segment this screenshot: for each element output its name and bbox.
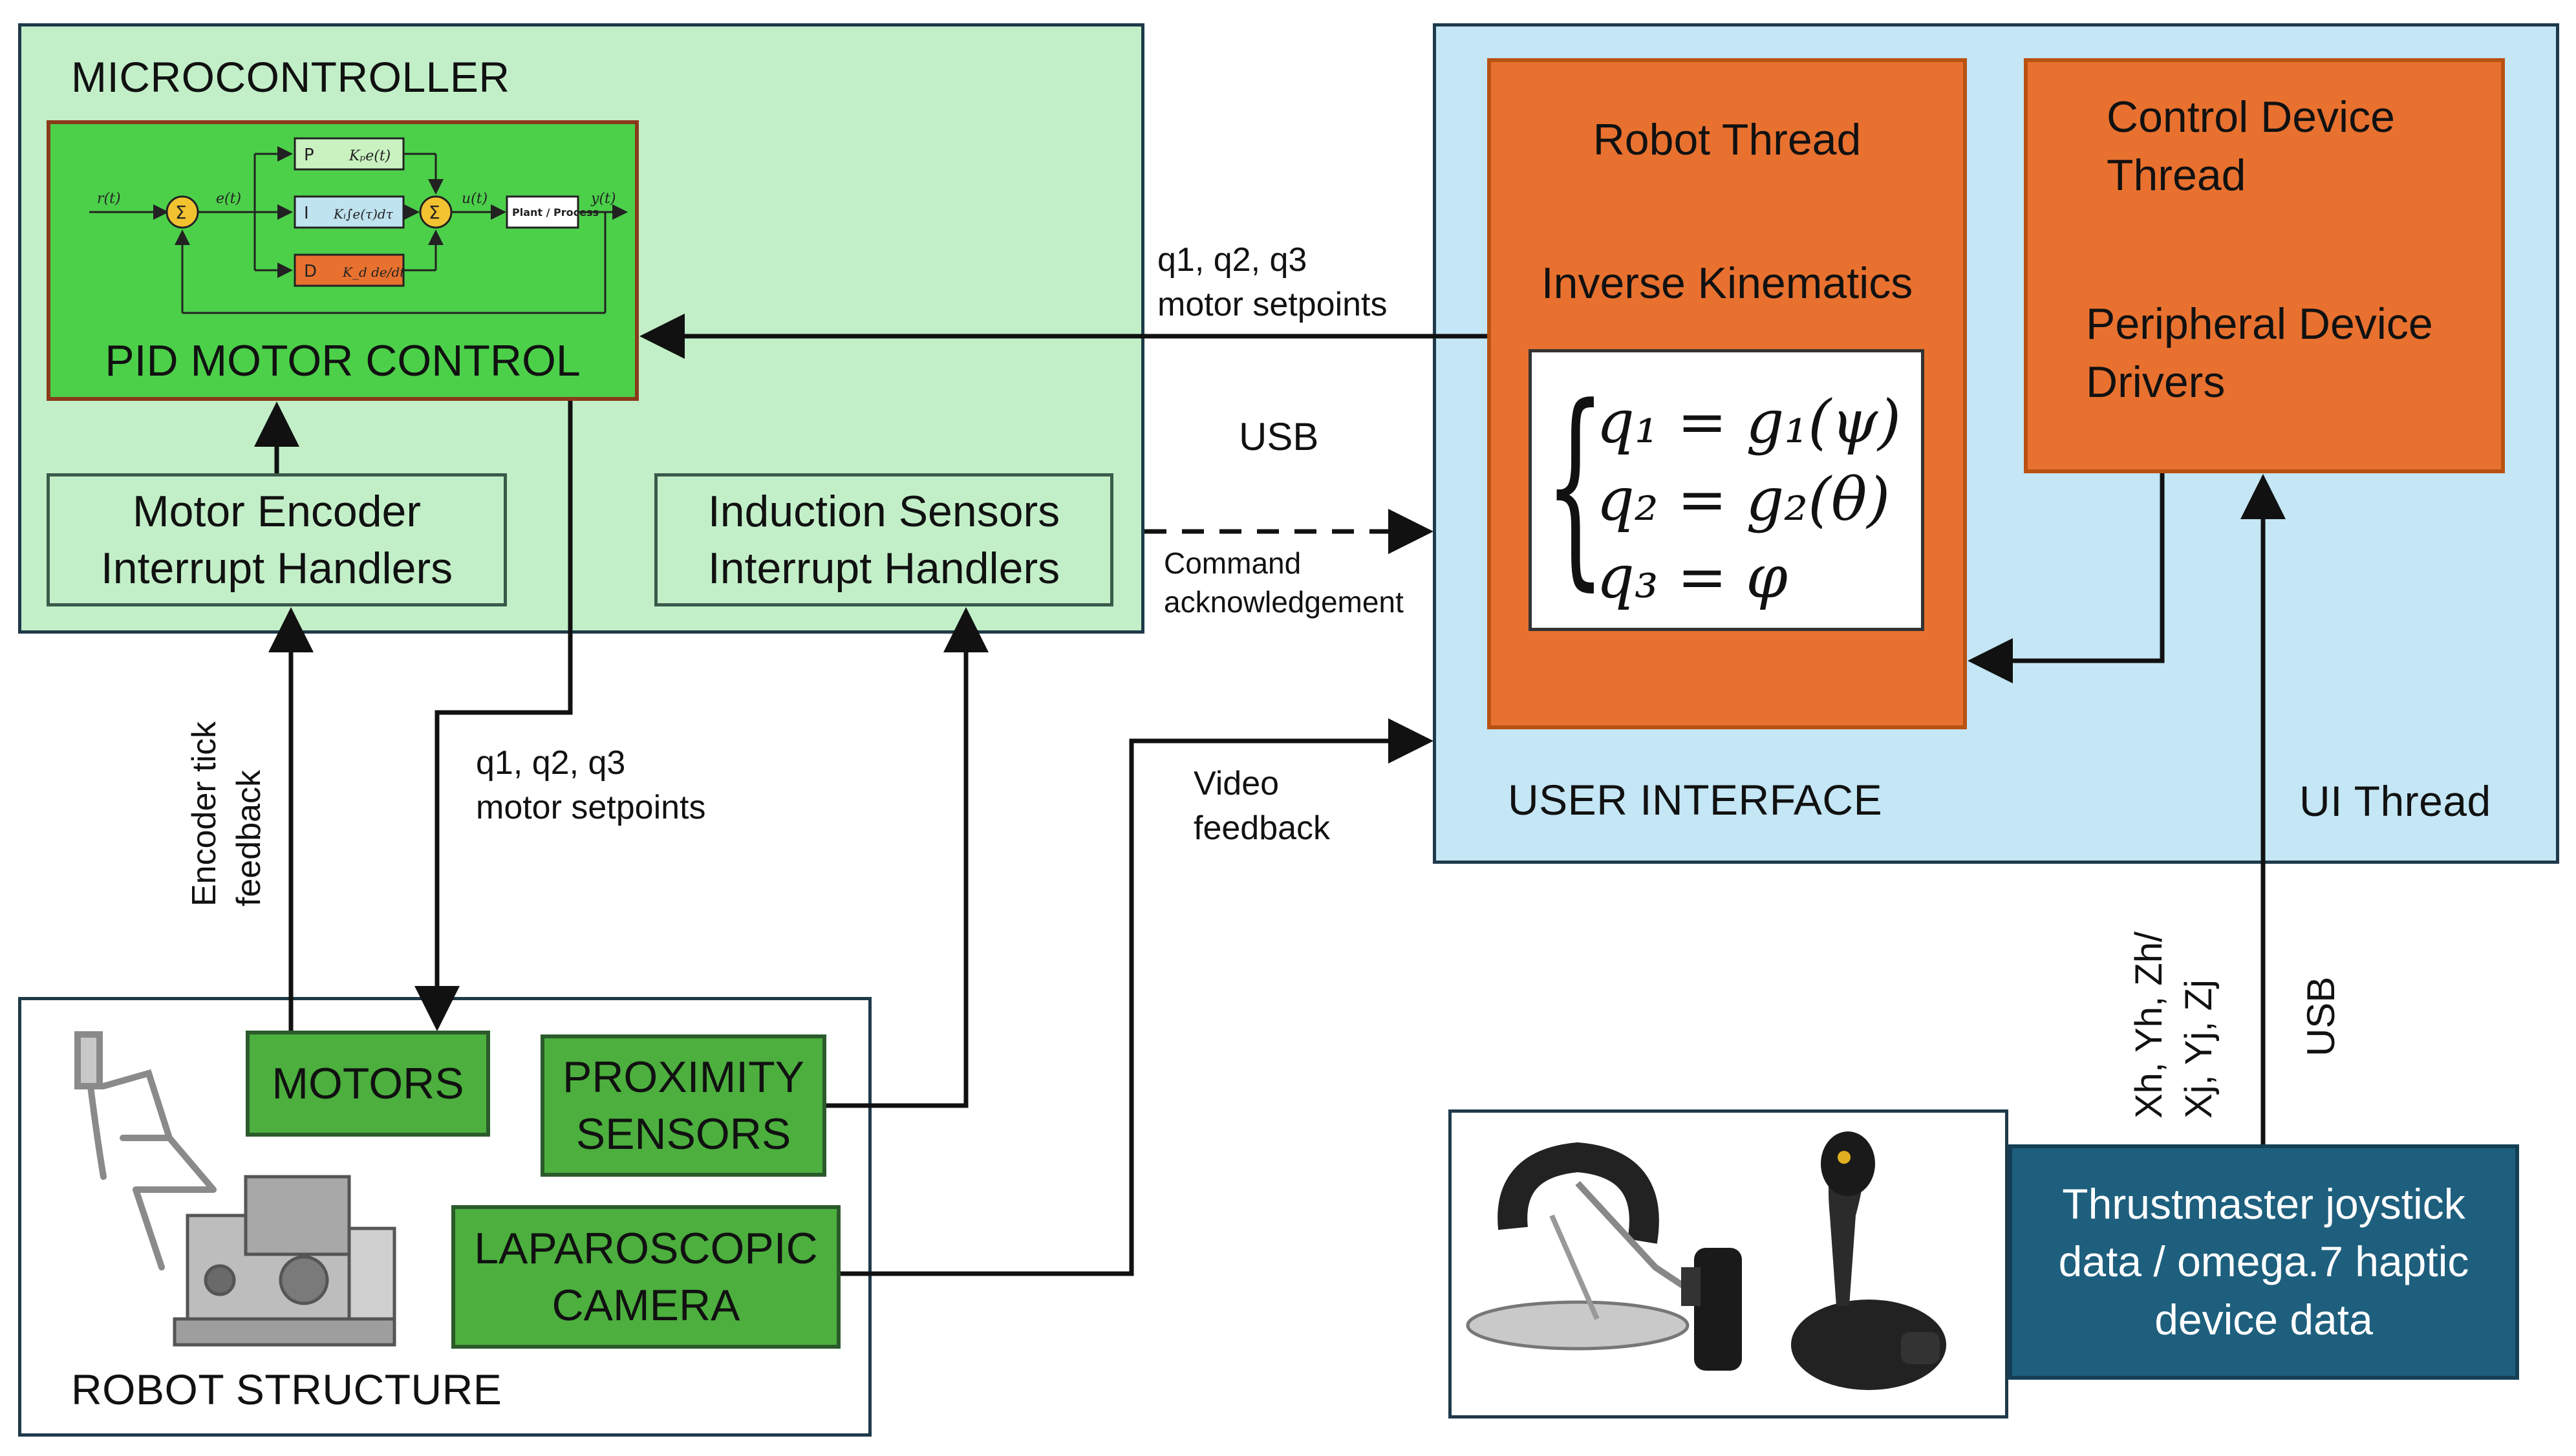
pid-p-block (294, 137, 405, 171)
motors-box: MOTORS (246, 1031, 490, 1137)
control-device-thread-title: Control Device Thread (2107, 92, 2395, 200)
microcontroller-title: MICROCONTROLLER (71, 53, 510, 101)
pid-d-expr: K_d de/dt (342, 264, 405, 280)
label-video-feedback: Video feedback (1194, 765, 1331, 847)
kinematics-equations-box: { q₁ = g₁(ψ) q₂ = g₂(θ) q₃ = φ (1529, 349, 1924, 631)
equation-q2: q₂ = g₂(θ) (1596, 465, 1891, 534)
inverse-kinematics-label: Inverse Kinematics (1541, 259, 1913, 308)
pid-p-label: P (304, 145, 314, 165)
label-coordinates: Xh, Yh, Zh/ Xj, Yj, Zj (2128, 931, 2220, 1119)
pid-plant-label: Plant / Process (512, 206, 599, 219)
device-data-box: Thrustmaster joystick data / omega.7 hap… (2008, 1144, 2519, 1380)
equations-brace: { (1545, 361, 1606, 609)
label-setpoints-mid: q1, q2, q3 motor setpoints (476, 744, 706, 826)
peripheral-device-drivers-label: Peripheral Device Drivers (2086, 299, 2433, 407)
pid-p-expr: Kₚe(t) (349, 148, 391, 164)
pid-sum-1-symbol: Σ (175, 202, 187, 223)
equation-q1: q₁ = g₁(ψ) (1596, 387, 1902, 456)
pid-e-label: e(t) (216, 191, 241, 207)
pid-i-block (294, 195, 405, 229)
pid-d-label: D (304, 262, 317, 281)
peripheral-devices-panel (1448, 1109, 2008, 1419)
pid-i-label: I (304, 204, 309, 223)
pid-motor-control-box: r(t) Σ e(t) P Kₚe(t) I Kᵢ∫e(τ)dτ D K_d d… (47, 120, 639, 401)
motor-encoder-handlers-box: Motor Encoder Interrupt Handlers (47, 473, 507, 606)
robot-structure-title: ROBOT STRUCTURE (71, 1365, 502, 1413)
label-setpoints-top: q1, q2, q3 motor setpoints (1157, 241, 1388, 323)
pid-i-expr: Kᵢ∫e(τ)dτ (333, 206, 394, 222)
arrow-camera-to-ui (841, 718, 1433, 1276)
induction-sensors-handlers-box: Induction Sensors Interrupt Handlers (654, 473, 1113, 606)
ui-thread-label: UI Thread (2299, 777, 2491, 825)
proximity-sensors-box: PROXIMITY SENSORS (541, 1034, 826, 1177)
pid-u-label: u(t) (462, 191, 488, 207)
label-usb-right: USB (2299, 976, 2343, 1056)
control-device-thread-box (2024, 58, 2505, 473)
pid-motor-control-label: PID MOTOR CONTROL (105, 336, 581, 385)
label-usb-top: USB (1239, 415, 1319, 458)
pid-r-label: r(t) (97, 191, 121, 207)
pid-y-label: y(t) (590, 191, 616, 207)
pid-d-block (294, 253, 405, 287)
label-command-ack: Command acknowledgement (1164, 546, 1404, 619)
label-encoder-tick: Encoder tick feedback (186, 721, 268, 906)
user-interface-title: USER INTERFACE (1508, 776, 1883, 824)
robot-thread-title: Robot Thread (1593, 115, 1862, 164)
pid-sum-2-symbol: Σ (429, 202, 440, 223)
laparoscopic-camera-box: LAPAROSCOPIC CAMERA (451, 1205, 841, 1349)
equation-q3: q₃ = φ (1596, 542, 1788, 612)
pid-block-diagram: r(t) Σ e(t) P Kₚe(t) I Kᵢ∫e(τ)dτ D K_d d… (89, 137, 628, 314)
